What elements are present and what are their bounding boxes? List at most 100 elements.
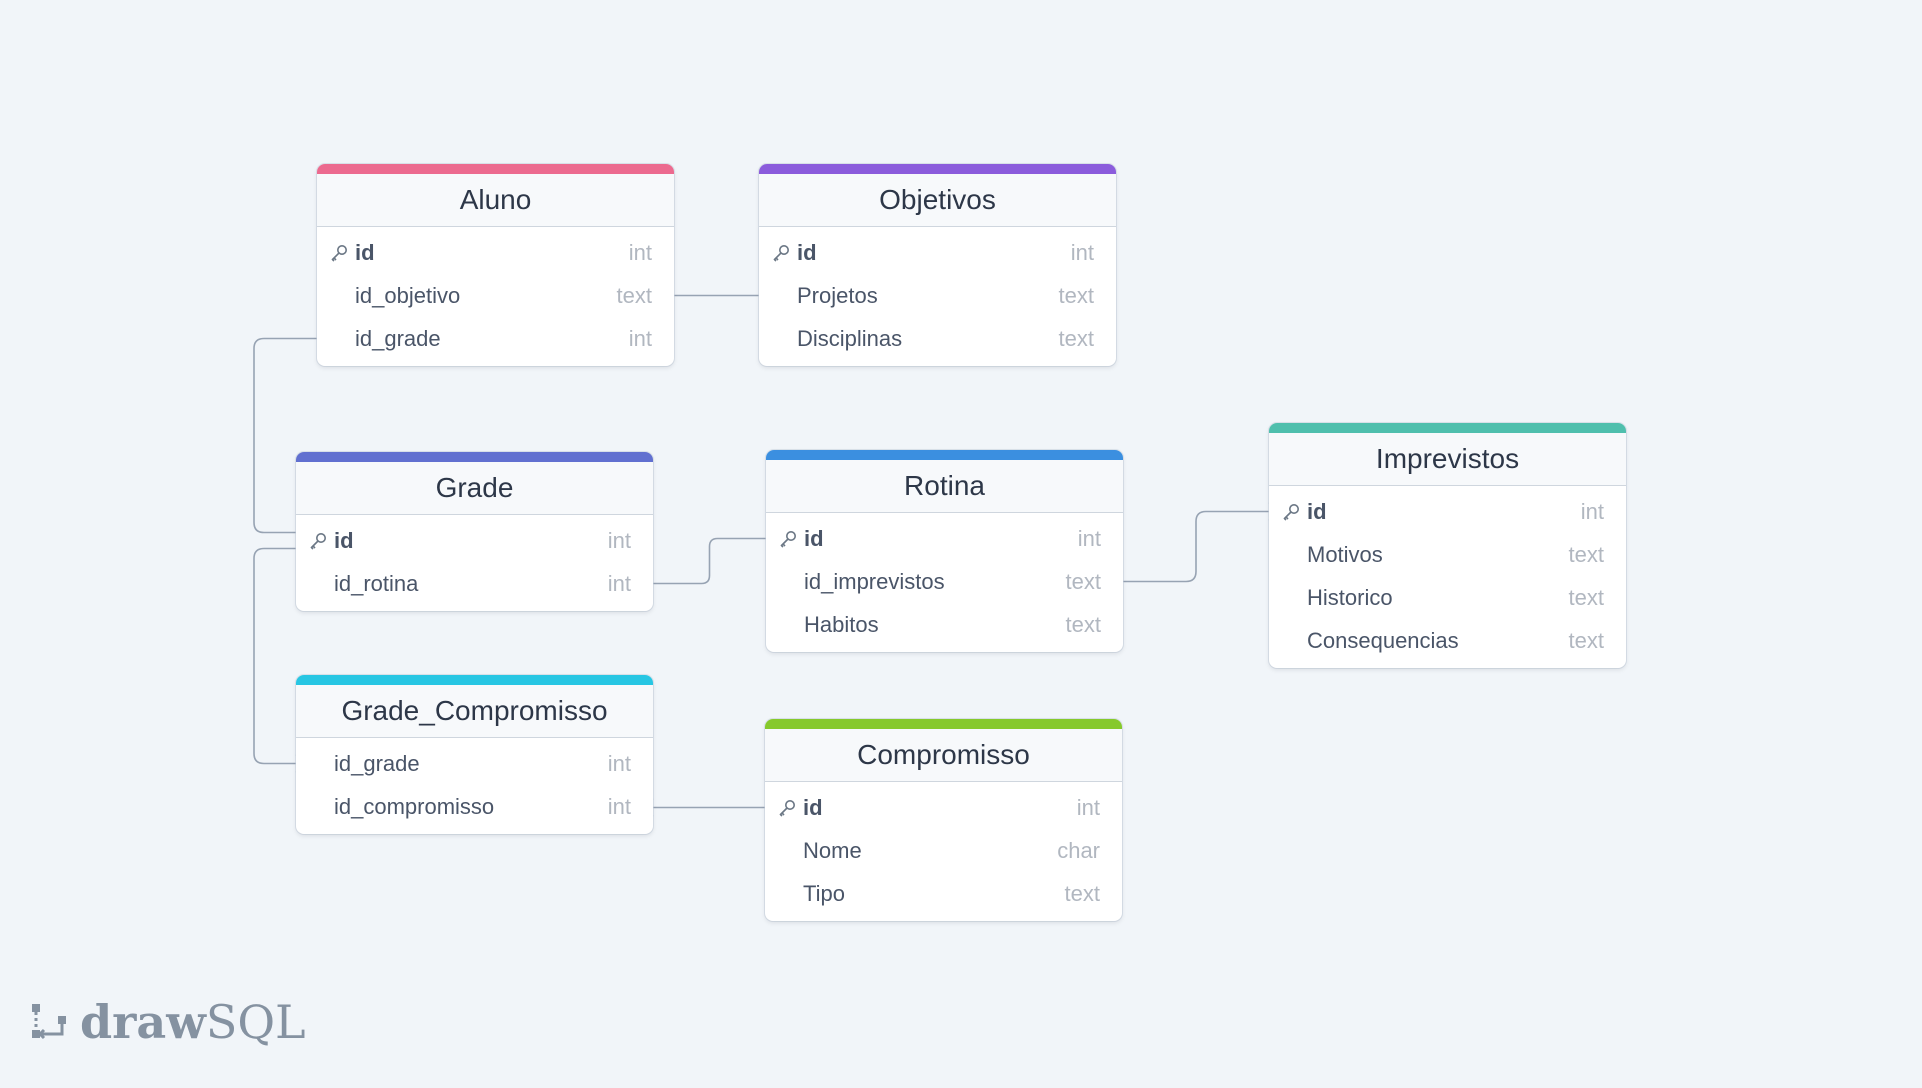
column-type: text xyxy=(1568,627,1604,653)
column-type: int xyxy=(1580,498,1604,524)
column-row[interactable]: Nome char xyxy=(765,829,1122,872)
column-row[interactable]: Disciplinas text xyxy=(759,317,1116,360)
column-row[interactable]: id int xyxy=(759,231,1116,274)
column-name: id_objetivo xyxy=(355,282,461,308)
table-title[interactable]: Aluno xyxy=(317,174,674,227)
column-name: id xyxy=(804,525,824,551)
table-title[interactable]: Compromisso xyxy=(765,729,1122,782)
drawsql-logo: drawSQL xyxy=(30,995,306,1049)
column-name: id_compromisso xyxy=(334,793,495,819)
key-slot xyxy=(777,883,803,905)
primary-key-icon xyxy=(777,797,803,819)
column-type: int xyxy=(607,793,631,819)
table-color-bar xyxy=(296,675,653,685)
column-name: Disciplinas xyxy=(797,325,903,351)
column-row[interactable]: id_compromisso int xyxy=(296,785,653,828)
column-type: int xyxy=(1070,239,1094,265)
table-title[interactable]: Imprevistos xyxy=(1269,433,1626,486)
primary-key-icon xyxy=(778,528,804,550)
column-type: char xyxy=(1057,837,1100,863)
column-row[interactable]: Motivos text xyxy=(1269,533,1626,576)
key-slot xyxy=(778,571,804,593)
drawsql-logo-icon xyxy=(32,1004,66,1040)
drawsql-logo-text: drawSQL xyxy=(80,995,306,1049)
key-slot xyxy=(308,573,334,595)
column-name: id_grade xyxy=(355,325,441,351)
key-slot xyxy=(308,796,334,818)
column-type: text xyxy=(1065,568,1101,594)
column-name: id_rotina xyxy=(334,570,419,596)
column-name: id_grade xyxy=(334,750,420,776)
column-name: id xyxy=(334,527,354,553)
column-row[interactable]: id int xyxy=(766,517,1123,560)
relation-rotina-imprevistos xyxy=(1123,510,1269,583)
table-title[interactable]: Grade_Compromisso xyxy=(296,685,653,738)
column-type: int xyxy=(607,750,631,776)
table-color-bar xyxy=(296,452,653,462)
column-type: int xyxy=(1076,794,1100,820)
key-slot xyxy=(771,328,797,350)
column-name: id xyxy=(797,239,817,265)
table-title[interactable]: Rotina xyxy=(766,460,1123,513)
column-type: text xyxy=(1058,325,1094,351)
relation-grade-rotina xyxy=(653,537,766,585)
primary-key-icon xyxy=(1281,501,1307,523)
relation-grade-gradecompromisso xyxy=(253,547,296,765)
table-color-bar xyxy=(1269,423,1626,433)
primary-key-icon xyxy=(308,530,334,552)
column-row[interactable]: id_imprevistos text xyxy=(766,560,1123,603)
primary-key-icon xyxy=(771,242,797,264)
column-name: id xyxy=(355,239,375,265)
key-slot xyxy=(778,614,804,636)
column-type: text xyxy=(1568,584,1604,610)
column-name: id_imprevistos xyxy=(804,568,945,594)
column-name: Nome xyxy=(803,837,862,863)
column-name: Motivos xyxy=(1307,541,1383,567)
column-type: int xyxy=(628,239,652,265)
column-row[interactable]: Consequencias text xyxy=(1269,619,1626,662)
column-row[interactable]: id int xyxy=(317,231,674,274)
column-type: int xyxy=(1077,525,1101,551)
column-name: Tipo xyxy=(803,880,845,906)
column-row[interactable]: id_grade int xyxy=(296,742,653,785)
column-row[interactable]: id int xyxy=(765,786,1122,829)
key-slot xyxy=(329,285,355,307)
key-slot xyxy=(329,328,355,350)
table-color-bar xyxy=(759,164,1116,174)
key-slot xyxy=(1281,587,1307,609)
table-color-bar xyxy=(765,719,1122,729)
table-title[interactable]: Objetivos xyxy=(759,174,1116,227)
column-type: text xyxy=(1065,611,1101,637)
table-title[interactable]: Grade xyxy=(296,462,653,515)
column-name: id xyxy=(803,794,823,820)
column-name: Consequencias xyxy=(1307,627,1459,653)
key-slot xyxy=(771,285,797,307)
column-name: Projetos xyxy=(797,282,878,308)
primary-key-icon xyxy=(329,242,355,264)
column-type: text xyxy=(1568,541,1604,567)
table-color-bar xyxy=(317,164,674,174)
